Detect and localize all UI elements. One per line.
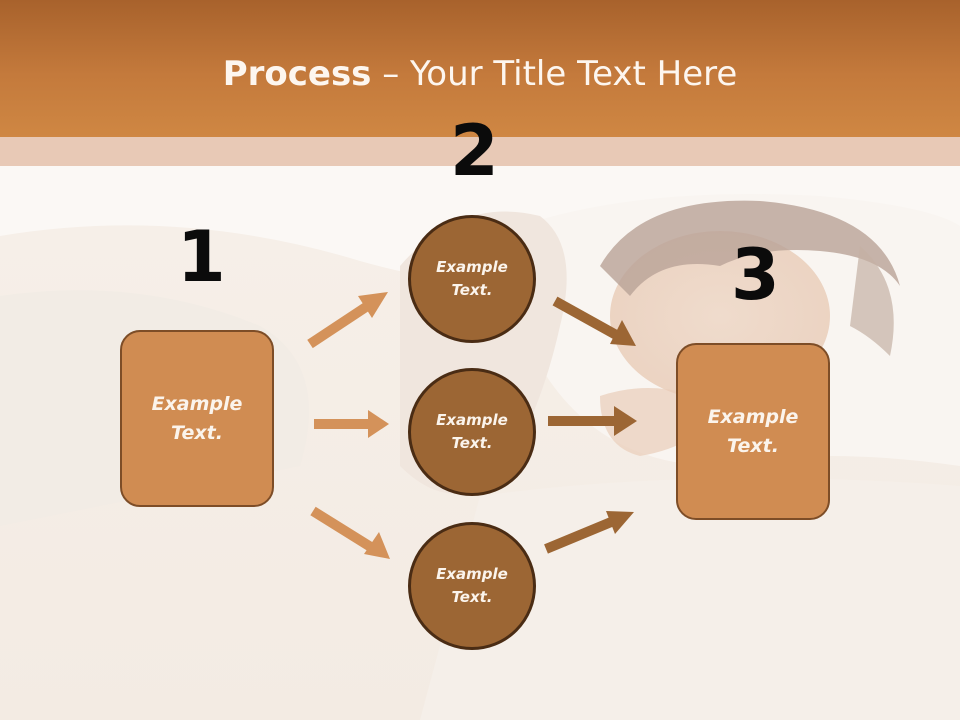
circle-mid-text-line1: Example: [436, 411, 508, 429]
circle-bot-text-line2: Text.: [451, 588, 493, 606]
title-header-bar: [0, 0, 960, 137]
circle-bot-text-line1: Example: [436, 565, 508, 583]
step1-text-line1: Example: [151, 392, 243, 415]
circle-mid-text-line2: Text.: [451, 434, 493, 452]
arrow-mid-to-box3: [548, 406, 637, 436]
step3-box: Example Text.: [676, 343, 830, 520]
step-number-3: 3: [731, 234, 780, 316]
slide-title: Process – Your Title Text Here: [0, 52, 960, 96]
step2-circle-bottom: Example Text.: [408, 522, 536, 650]
circle-top-text-line2: Text.: [451, 281, 493, 299]
arrow-box1-to-bot: [310, 506, 390, 559]
arrow-top-to-box3: [552, 296, 636, 346]
arrow-box1-to-top: [307, 292, 388, 349]
arrow-bot-to-box3: [544, 511, 634, 554]
step1-text-line2: Text.: [171, 421, 223, 444]
step-number-2: 2: [450, 110, 499, 192]
step3-text-line1: Example: [707, 405, 799, 428]
step1-box: Example Text.: [120, 330, 274, 507]
step-number-1: 1: [177, 216, 226, 298]
step2-circle-middle: Example Text.: [408, 368, 536, 496]
accent-band: [0, 137, 960, 166]
circle-top-text-line1: Example: [436, 258, 508, 276]
step2-circle-top: Example Text.: [408, 215, 536, 343]
step3-text-line2: Text.: [727, 434, 779, 457]
title-bold: Process: [222, 54, 372, 94]
arrow-box1-to-mid: [314, 410, 389, 438]
title-rest: – Your Title Text Here: [371, 54, 738, 94]
